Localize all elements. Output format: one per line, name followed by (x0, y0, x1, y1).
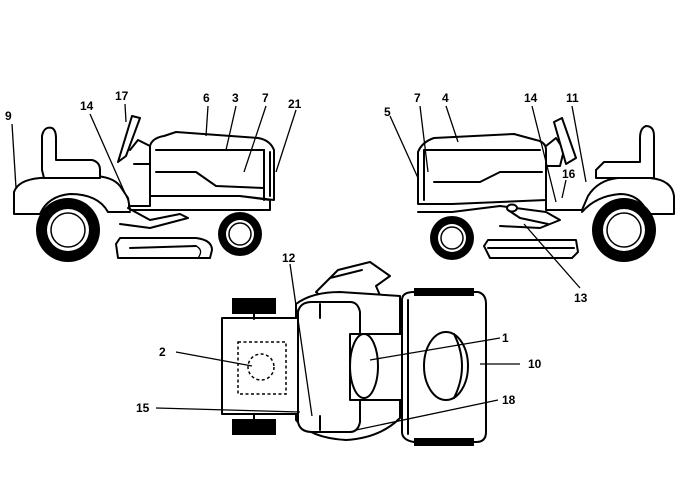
callout-21: 21 (288, 97, 302, 111)
right-seat (595, 125, 655, 179)
top-rear-left-tire (232, 298, 276, 314)
right-side-view (417, 117, 675, 262)
callout-5: 5 (384, 105, 391, 119)
callout-labels: 17 9 14 6 3 7 21 5 7 4 14 11 16 13 12 1 … (5, 89, 588, 415)
callout-18: 18 (502, 393, 516, 407)
leader-lines (11, 103, 587, 431)
callout-4: 4 (442, 91, 449, 105)
top-rear-right-tire (232, 419, 276, 435)
callout-7-right: 7 (414, 91, 421, 105)
top-rear-body (221, 317, 305, 415)
callout-3: 3 (232, 91, 239, 105)
left-seat (41, 126, 101, 179)
fuel-cap-outline (247, 353, 275, 381)
callout-14-left: 14 (80, 99, 94, 113)
right-lift-lever (507, 209, 549, 225)
left-side-view (13, 115, 275, 262)
left-steering-column (129, 139, 151, 165)
callout-11: 11 (566, 91, 579, 105)
callout-12: 12 (282, 251, 296, 265)
right-steering-wheel (553, 117, 577, 165)
callout-2: 2 (159, 345, 166, 359)
top-seat (297, 301, 361, 433)
callout-10: 10 (528, 357, 542, 371)
callout-14-right: 14 (524, 91, 538, 105)
top-steering-wheel (349, 333, 379, 399)
callout-7-left: 7 (262, 91, 269, 105)
right-hood (417, 133, 547, 205)
left-steering-wheel (117, 115, 141, 163)
top-view (221, 261, 487, 446)
callout-6: 6 (203, 91, 210, 105)
callout-13: 13 (574, 291, 588, 305)
callout-16: 16 (562, 167, 576, 181)
callout-15: 15 (136, 401, 150, 415)
left-hood (149, 131, 275, 201)
left-mower-deck (115, 237, 213, 259)
callout-9: 9 (5, 109, 12, 123)
top-front-right-tire (414, 438, 474, 446)
callout-17: 17 (115, 89, 129, 103)
callout-1: 1 (502, 331, 509, 345)
battery-outline (237, 341, 287, 395)
top-front-left-tire (414, 288, 474, 296)
